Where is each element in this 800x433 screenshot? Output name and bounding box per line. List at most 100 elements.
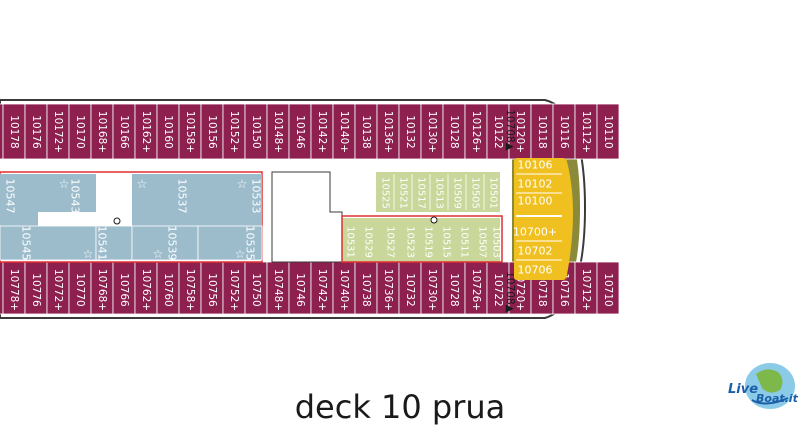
blue-bottom-cabin-label: 10539 (166, 226, 179, 261)
bottom-row-cabin-label: 10768+ (96, 269, 108, 311)
globe-icon (743, 361, 797, 411)
bottom-row-cabin-label: 10716 (558, 273, 570, 307)
blue-top-cabin-label: 10537 (176, 179, 189, 214)
bottom-row-cabin-label: 10770 (74, 273, 86, 306)
blue-bottom-cabin (95, 225, 133, 261)
top-row-cabin-label: 10138 (360, 115, 372, 148)
top-row-cabin-label: 10116 (558, 115, 570, 149)
bottom-row-cabin-label: 10710 (602, 273, 614, 306)
bottom-row-cabin-label: 10722 (492, 273, 504, 306)
suite-block-curve (566, 158, 573, 280)
bottom-row-cabin-label: 10750 (250, 273, 262, 306)
top-row-cabin-label: 10126+ (470, 111, 482, 153)
cabins-layer: 10180101781017610172+1017010168+10166101… (0, 103, 620, 315)
blue-step (132, 212, 262, 226)
top-row-cabin-label: 10112+ (580, 111, 592, 153)
liveboat-logo: Live Boat.it (722, 360, 798, 416)
green-top-block (376, 172, 500, 212)
top-row-cabin-label: 10136+ (382, 111, 394, 153)
blue-top-cabin (132, 174, 198, 212)
green-top-cabin-label: 10505 (470, 177, 481, 209)
blue-top-cabin-label: 10533 (250, 179, 263, 214)
blue-bottom-cabin (131, 225, 199, 261)
top-row-cabin-label: 10128 (448, 115, 460, 148)
star-icon: ☆ (83, 247, 94, 261)
blue-bottom-cabin (197, 225, 263, 261)
blue-top-cabin (38, 174, 96, 212)
green-top-cabin-label: 10525 (380, 177, 391, 209)
blue-top-cabin-label: 10543 (69, 179, 82, 214)
green-top-cabin-label: 10513 (434, 177, 445, 209)
blue-top-cabin (198, 174, 262, 212)
bottom-row-cabin (596, 261, 620, 315)
blue-bottom-cabin-label: 10545 (20, 226, 33, 261)
bottom-row-cabin-label: 10760 (162, 273, 174, 306)
green-bottom-cabin-label: 10507 (477, 226, 488, 258)
green-top-cabin-label: 10521 (398, 177, 409, 209)
logo-text-boat: Boat.it (756, 392, 798, 405)
bottom-row-cabin-label: 10762+ (140, 269, 152, 311)
bottom-row-cabin-label: 10740+ (338, 269, 350, 311)
marker-circle (113, 217, 121, 225)
bottom-row-cabin-label: 10732 (404, 273, 416, 306)
bottom-row-cabin-label: 10772+ (52, 269, 64, 311)
green-bottom-block (342, 218, 500, 262)
top-row-cabin-label: 10150 (250, 115, 262, 148)
top-row-cabin-label: 10110 (602, 115, 614, 148)
top-row-cabin-label: 10166 (118, 115, 130, 149)
blue-bottom-cabin-label: 10535 (244, 226, 257, 261)
top-row-cabin-label: 10130+ (426, 111, 438, 153)
blue-top-cabin-label: 10547 (4, 179, 17, 214)
logo-text-live: Live (728, 382, 759, 397)
green-block-outline (341, 215, 503, 263)
star-icon: ☆ (137, 177, 148, 191)
green-bottom-cabin-label: 10531 (345, 226, 356, 258)
top-row-cabin-label: 10120+ (514, 111, 526, 153)
bottom-row-cabin-label: 10736+ (382, 269, 394, 311)
bottom-row-cabin-label: 10748+ (272, 269, 284, 311)
suite-label: 10706 (518, 264, 553, 277)
top-row-cabin-label: 10158+ (184, 111, 196, 153)
bow-top-label: 10708▲ (504, 109, 516, 151)
bottom-row-cabin-label: 10712+ (580, 269, 592, 311)
green-bottom-cabin-label: 10503 (491, 226, 502, 258)
bottom-row-cabin-label: 10746 (294, 273, 306, 307)
star-icon: ☆ (59, 177, 70, 191)
green-bottom-cabin-label: 10523 (405, 226, 416, 258)
top-row-cabin-label: 10132 (404, 115, 416, 148)
green-bottom-cabin-label: 10529 (363, 226, 374, 258)
star-icon: ☆ (153, 247, 164, 261)
top-row-cabin (596, 103, 620, 160)
top-row-cabin-label: 10148+ (272, 111, 284, 153)
top-row-cabin-label: 10160 (162, 115, 174, 148)
bottom-row-cabin-label: 10742+ (316, 269, 328, 311)
top-row-cabin-label: 10140+ (338, 111, 350, 153)
suite-block (514, 158, 566, 280)
green-bottom-cabin-label: 10511 (459, 226, 470, 258)
bow-bottom-label: 10708▲ (504, 271, 516, 313)
bottom-row-cabin (0, 261, 4, 315)
bottom-row-cabin-label: 10728 (448, 273, 460, 306)
deck-caption: deck 10 prua (294, 388, 506, 426)
suite-label: 10702 (518, 245, 553, 258)
blue-bottom-cabin (0, 225, 97, 261)
top-row-cabin-label: 10146 (294, 115, 306, 149)
top-row-cabin (0, 103, 4, 160)
top-row-cabin-label: 10118 (536, 115, 548, 148)
bottom-row-cabin-label: 10730+ (426, 269, 438, 311)
top-row-cabin-label: 10176 (30, 115, 42, 149)
suite-label: 10106 (518, 159, 553, 172)
top-row-cabin-label: 10170 (74, 115, 86, 148)
blue-step (0, 212, 38, 226)
marker-circle (430, 216, 438, 224)
star-icon: ☆ (237, 177, 248, 191)
bottom-row-cabin-label: 10756 (206, 273, 218, 307)
top-row-cabin-label: 10168+ (96, 111, 108, 153)
top-row-cabin-label: 10152+ (228, 111, 240, 153)
bottom-row-cabin-label: 10752+ (228, 269, 240, 311)
blue-top-cabin (0, 174, 38, 212)
bottom-row-cabin-label: 10778+ (8, 269, 20, 311)
green-bottom-cabin-label: 10527 (385, 226, 396, 258)
suite-label: 10100 (518, 195, 553, 208)
